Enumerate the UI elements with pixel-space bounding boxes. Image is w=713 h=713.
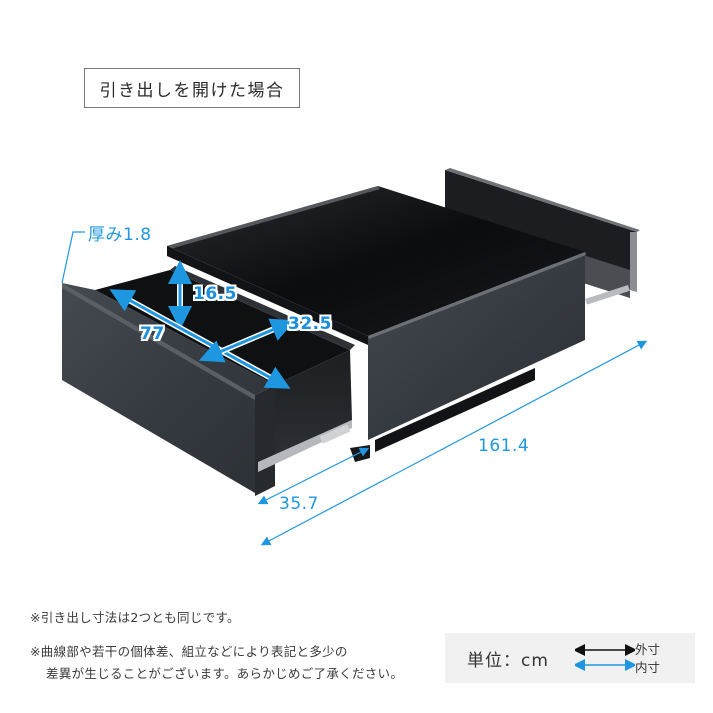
inner-dimension-arrows [109, 260, 296, 389]
note-same-size: ※引き出し寸法は2つとも同じです。 [30, 610, 240, 625]
note-variance-line1: ※曲線部や若干の個体差、組立などにより表記と多少の [30, 644, 348, 659]
unit-label: 単位：cm [467, 651, 549, 671]
drawer-extension-label: 35.7 [279, 494, 319, 514]
inner-height-label: 16.5 [193, 284, 237, 304]
thickness-leader [61, 231, 85, 284]
legend-arrows [575, 644, 635, 671]
unit-legend: 単位：cm 外寸 内寸 [445, 633, 695, 683]
page-title: 引き出しを開けた場合 [84, 68, 300, 108]
thickness-label: 厚み1.8 [88, 225, 152, 245]
inner-legend-label: 内寸 [635, 660, 661, 675]
back-drawer [445, 168, 640, 305]
note-variance-line2: 差異が生じることがございます。あらかじめご了承ください。 [46, 666, 404, 681]
inner-width-label: 32.5 [288, 314, 332, 334]
outer-legend-label: 外寸 [635, 642, 661, 657]
outer-dimension-arrows [257, 340, 648, 546]
inner-depth-label: 77 [140, 324, 165, 344]
total-length-label: 161.4 [478, 436, 530, 456]
